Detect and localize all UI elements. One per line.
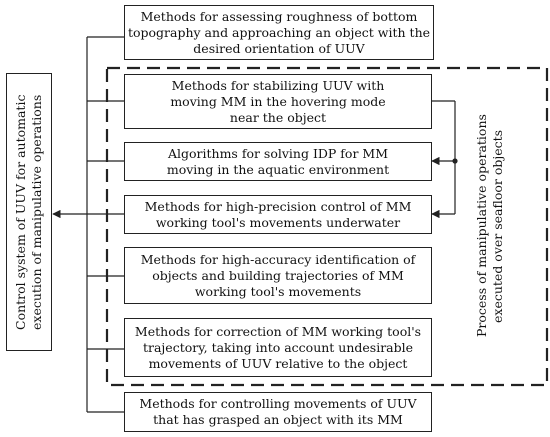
method-text: Methods for correction of MM working too… (134, 323, 422, 371)
method-box-identification: Methods for high-accuracy identification… (124, 247, 432, 304)
method-text: Methods for stabilizing UUV with moving … (170, 77, 386, 125)
control-system-label: Control system of UUV for automatic exec… (13, 94, 44, 330)
method-text: Methods for assessing roughness of botto… (127, 8, 431, 56)
junction-dot (452, 158, 458, 164)
control-system-box: Control system of UUV for automatic exec… (6, 73, 52, 351)
process-label: Process of manipulative operations execu… (474, 114, 505, 338)
method-box-trajectory-correction: Methods for correction of MM working too… (124, 318, 432, 377)
method-box-precision-control: Methods for high-precision control of MM… (124, 195, 432, 234)
method-box-roughness: Methods for assessing roughness of botto… (124, 5, 434, 60)
method-text: Methods for controlling movements of UUV… (139, 396, 417, 427)
method-text: Methods for high-accuracy identification… (140, 251, 416, 299)
method-box-stabilizing: Methods for stabilizing UUV with moving … (124, 74, 432, 129)
method-box-grasped-object: Methods for controlling movements of UUV… (124, 392, 432, 432)
method-text: Algorithms for solving IDP for MM moving… (166, 145, 390, 177)
dashed-process-frame (105, 66, 549, 387)
method-text: Methods for high-precision control of MM… (144, 198, 412, 230)
method-box-idp: Algorithms for solving IDP for MM moving… (124, 142, 432, 181)
